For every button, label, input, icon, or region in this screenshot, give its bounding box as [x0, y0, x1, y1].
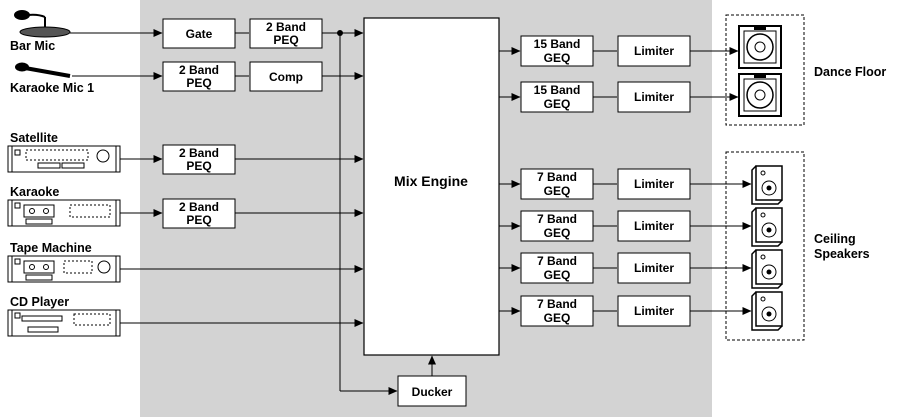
karaoke-mic-icon — [15, 62, 71, 78]
signal-connections — [70, 29, 752, 395]
geq15-1-line1: 15 Band — [534, 37, 581, 51]
comp-label: Comp — [269, 70, 303, 84]
satellite-receiver-icon — [7, 145, 121, 173]
dance-floor-speaker-icon-1 — [738, 25, 782, 69]
karaoke-peq-line1: 2 Band — [179, 200, 219, 214]
karaoke-peq-line2: PEQ — [186, 213, 211, 227]
geq7-4-line2: GEQ — [544, 311, 571, 325]
satellite-peq-line1: 2 Band — [179, 146, 219, 160]
bar-mic-peq-line2: PEQ — [273, 33, 298, 47]
limiter-block-2 — [617, 81, 691, 113]
tape-machine-icon — [7, 255, 121, 283]
geq7-3-line1: 7 Band — [537, 254, 577, 268]
karaoke-mic-peq-line2: PEQ — [186, 76, 211, 90]
satellite-label: Satellite — [10, 131, 58, 145]
junction-dot — [337, 30, 343, 36]
geq15-2-line1: 15 Band — [534, 83, 581, 97]
limiter-5-label: Limiter — [634, 261, 674, 275]
dance-floor-speaker-icon-2 — [738, 73, 782, 117]
ceiling-speaker-icon-4 — [751, 291, 783, 331]
karaoke-mic-peq-block — [162, 61, 236, 92]
bar-mic-peq-line1: 2 Band — [266, 20, 306, 34]
limiter-6-label: Limiter — [634, 304, 674, 318]
limiter-1-label: Limiter — [634, 44, 674, 58]
limiter-block-3 — [617, 168, 691, 200]
cd-player-icon — [7, 309, 121, 337]
mix-engine-block — [363, 17, 500, 356]
karaoke-mic-peq-line1: 2 Band — [179, 63, 219, 77]
karaoke-label: Karaoke — [10, 185, 59, 199]
dance-floor-label: Dance Floor — [814, 65, 886, 79]
geq7-4-line1: 7 Band — [537, 297, 577, 311]
ducker-label: Ducker — [412, 385, 453, 399]
karaoke-peq-block — [162, 198, 236, 229]
satellite-peq-block — [162, 144, 236, 175]
geq7-1-line1: 7 Band — [537, 170, 577, 184]
ceiling-speakers-label-line2: Speakers — [814, 247, 870, 261]
geq15-block-2 — [520, 81, 594, 113]
geq7-block-1 — [520, 168, 594, 200]
limiter-4-label: Limiter — [634, 219, 674, 233]
ceiling-speaker-icon-2 — [751, 207, 783, 247]
geq7-block-3 — [520, 252, 594, 284]
limiter-block-6 — [617, 295, 691, 327]
limiter-3-label: Limiter — [634, 177, 674, 191]
geq15-1-line2: GEQ — [544, 51, 571, 65]
tape-machine-label: Tape Machine — [10, 241, 92, 255]
geq15-2-line2: GEQ — [544, 97, 571, 111]
ceiling-speaker-icon-3 — [751, 249, 783, 289]
geq7-block-4 — [520, 295, 594, 327]
karaoke-player-icon — [7, 199, 121, 227]
geq7-3-line2: GEQ — [544, 268, 571, 282]
bar-mic-label: Bar Mic — [10, 39, 55, 53]
bar-mic-icon — [14, 10, 71, 38]
ceiling-speaker-icon-1 — [751, 165, 783, 205]
comp-block — [249, 61, 323, 92]
satellite-peq-line2: PEQ — [186, 159, 211, 173]
geq7-2-line1: 7 Band — [537, 212, 577, 226]
limiter-block-5 — [617, 252, 691, 284]
cd-player-label: CD Player — [10, 295, 69, 309]
ducker-block — [397, 375, 467, 407]
mix-engine-label: Mix Engine — [394, 173, 468, 189]
limiter-2-label: Limiter — [634, 90, 674, 104]
gate-label: Gate — [186, 27, 213, 41]
bar-mic-peq-block — [249, 18, 323, 49]
geq7-2-line2: GEQ — [544, 226, 571, 240]
karaoke-mic-label: Karaoke Mic 1 — [10, 81, 94, 95]
geq7-block-2 — [520, 210, 594, 242]
ceiling-speakers-label-line1: Ceiling — [814, 232, 856, 246]
geq7-1-line2: GEQ — [544, 184, 571, 198]
